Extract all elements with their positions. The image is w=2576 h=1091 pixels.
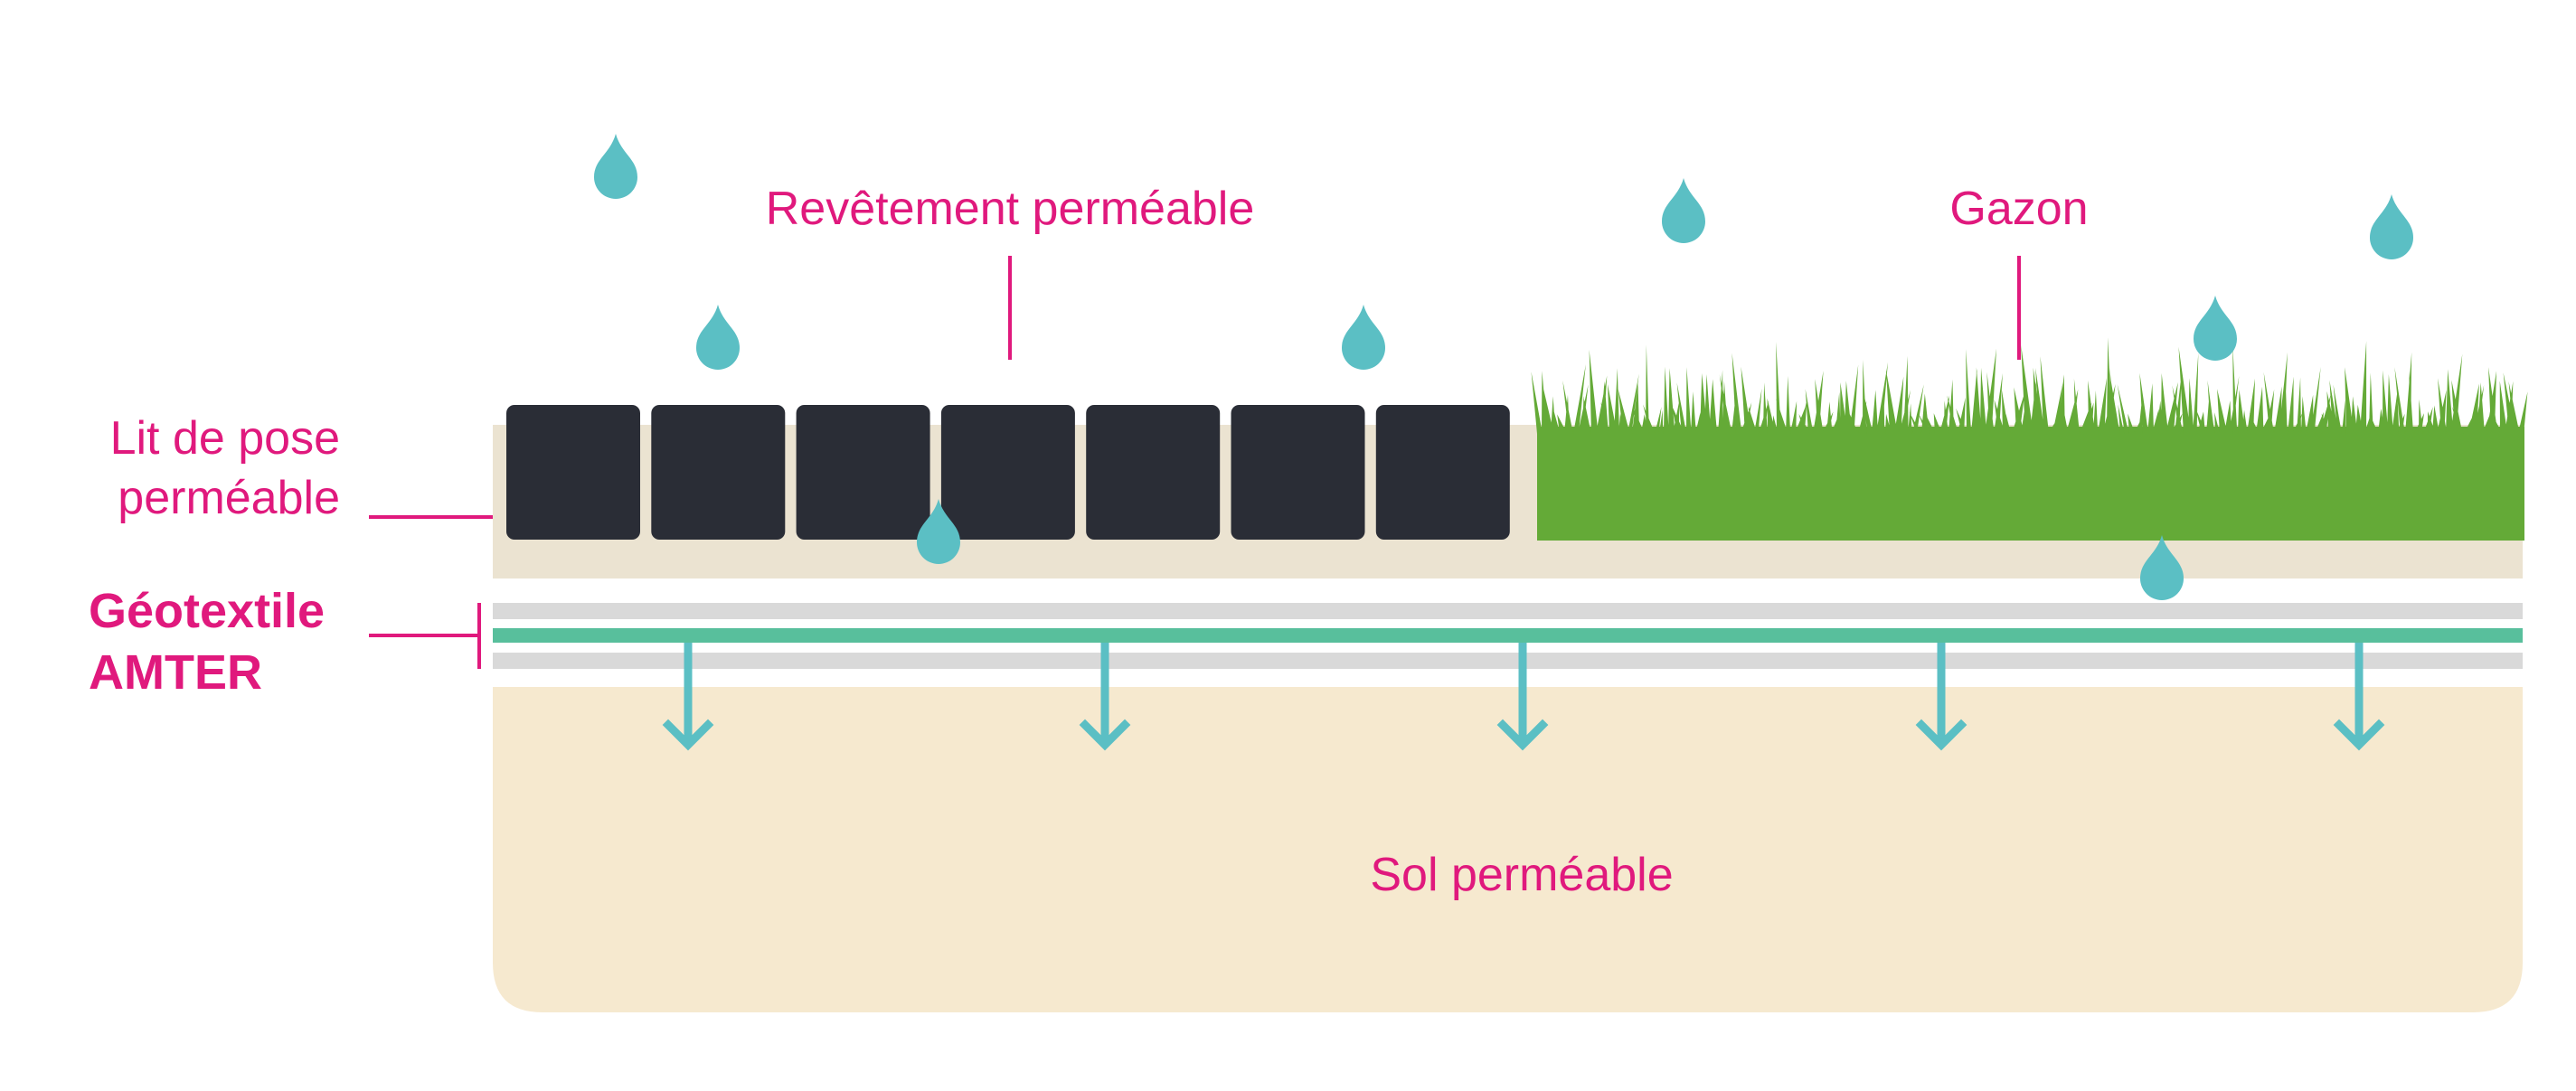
- paver-block: [506, 405, 640, 540]
- sol-label: Sol perméable: [1370, 849, 1673, 901]
- gravel-band-bottom: [493, 653, 2523, 669]
- water-drop-icon: [2194, 296, 2237, 361]
- lit-de-pose-label-line1: Lit de pose: [110, 412, 340, 465]
- paver-block: [1231, 405, 1365, 540]
- arrow-down-icon: [1915, 643, 1967, 751]
- paver-block: [1086, 405, 1221, 540]
- gazon-label: Gazon: [1949, 183, 2088, 235]
- arrow-down-icon: [662, 643, 714, 751]
- water-drop-icon: [917, 499, 960, 564]
- arrow-down-icon: [1079, 643, 1131, 751]
- revetement-label: Revêtement perméable: [766, 183, 1255, 235]
- water-drop-icon: [1662, 178, 1705, 243]
- water-drop-icon: [696, 305, 740, 370]
- paver-block: [1375, 405, 1510, 540]
- infiltration-arrows: [662, 643, 2385, 751]
- arrow-down-icon: [2333, 643, 2385, 751]
- water-drop-icon: [2370, 194, 2413, 259]
- grass-base: [1537, 427, 2524, 541]
- water-drop-icon: [2140, 535, 2184, 600]
- water-drop-icon: [594, 134, 637, 199]
- grass-blades: [1531, 337, 2528, 434]
- geotextile-label-line1: Géotextile: [89, 584, 325, 638]
- grass-area: [1531, 337, 2528, 541]
- paver-block: [796, 405, 930, 540]
- soil-layer: [493, 687, 2523, 1012]
- arrow-down-icon: [1496, 643, 1549, 751]
- gravel-band-top: [493, 603, 2523, 619]
- lit-de-pose-label-line2: perméable: [118, 472, 340, 524]
- paver-block: [651, 405, 786, 540]
- geotextile-layer: [493, 603, 2523, 669]
- water-drops: [594, 134, 2413, 600]
- paver-block: [940, 405, 1075, 540]
- geotextile-sheet: [493, 628, 2523, 643]
- geotextile-label-line2: AMTER: [89, 645, 262, 700]
- paver-row: [506, 405, 1510, 540]
- water-drop-icon: [1342, 305, 1385, 370]
